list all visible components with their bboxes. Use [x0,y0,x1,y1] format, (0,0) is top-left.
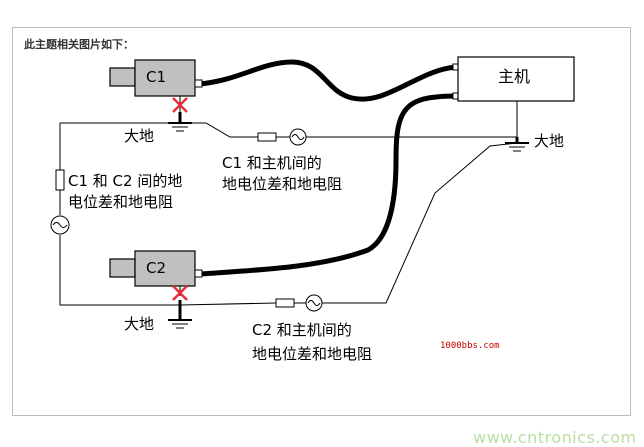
ground-symbol-c1 [168,112,192,132]
ground-label-host: 大地 [534,132,565,150]
wire-c2-left [59,235,180,306]
wire-c2-host-c [322,142,518,304]
ground-symbol-host [505,137,529,152]
label-c1-c2-line2: 电位差和地电阻 [68,193,174,211]
camera-c2 [109,250,203,287]
wire-c1-host-a [180,122,258,138]
caption: 此主题相关图片如下： [24,38,134,51]
camera-c1-label: C1 [146,68,167,86]
resistor-c1-host [257,132,277,142]
wire-c1-left [59,122,180,170]
wire-c2-host-a [179,302,277,306]
ac-source-c1-host [289,128,307,146]
camera-c1 [109,59,203,97]
label-c2-host-line1: C2 和主机间的 [252,321,352,339]
image-frame [12,27,631,416]
camera-c2-connector [194,269,203,278]
label-c1-host-line2: 地电位差和地电阻 [222,175,343,193]
resistor-c2-host [275,298,295,308]
camera-c2-label: C2 [146,259,167,277]
camera-c1-body [134,59,196,97]
label-c1-host-line1: C1 和主机间的 [222,154,322,172]
watermark-site: 1000bbs.com [440,341,500,351]
ground-label-c2: 大地 [124,315,155,333]
ground-label-c1: 大地 [124,127,155,145]
cable-c1-host [197,59,459,102]
watermark-brand: www.cntronics.com [473,428,637,447]
camera-c2-body [134,250,196,287]
label-c1-c2-line1: C1 和 C2 间的地 [68,172,183,190]
break-mark-c1 [172,97,188,113]
label-c2-host-line2: 地电位差和地电阻 [252,345,373,363]
resistor-c1-c2 [55,169,65,191]
camera-c1-lens [109,67,136,87]
ac-source-c2-host [305,294,323,312]
ac-source-c1-c2 [50,215,70,235]
host-box [457,56,575,102]
camera-c2-lens [109,258,136,278]
camera-c1-connector [194,79,203,88]
ground-symbol-c2 [168,300,192,329]
break-mark-c2 [172,285,188,301]
video-cables [197,59,459,277]
host-label: 主机 [498,67,531,86]
diagram-canvas [50,56,575,329]
cable-c2-host [197,93,459,277]
